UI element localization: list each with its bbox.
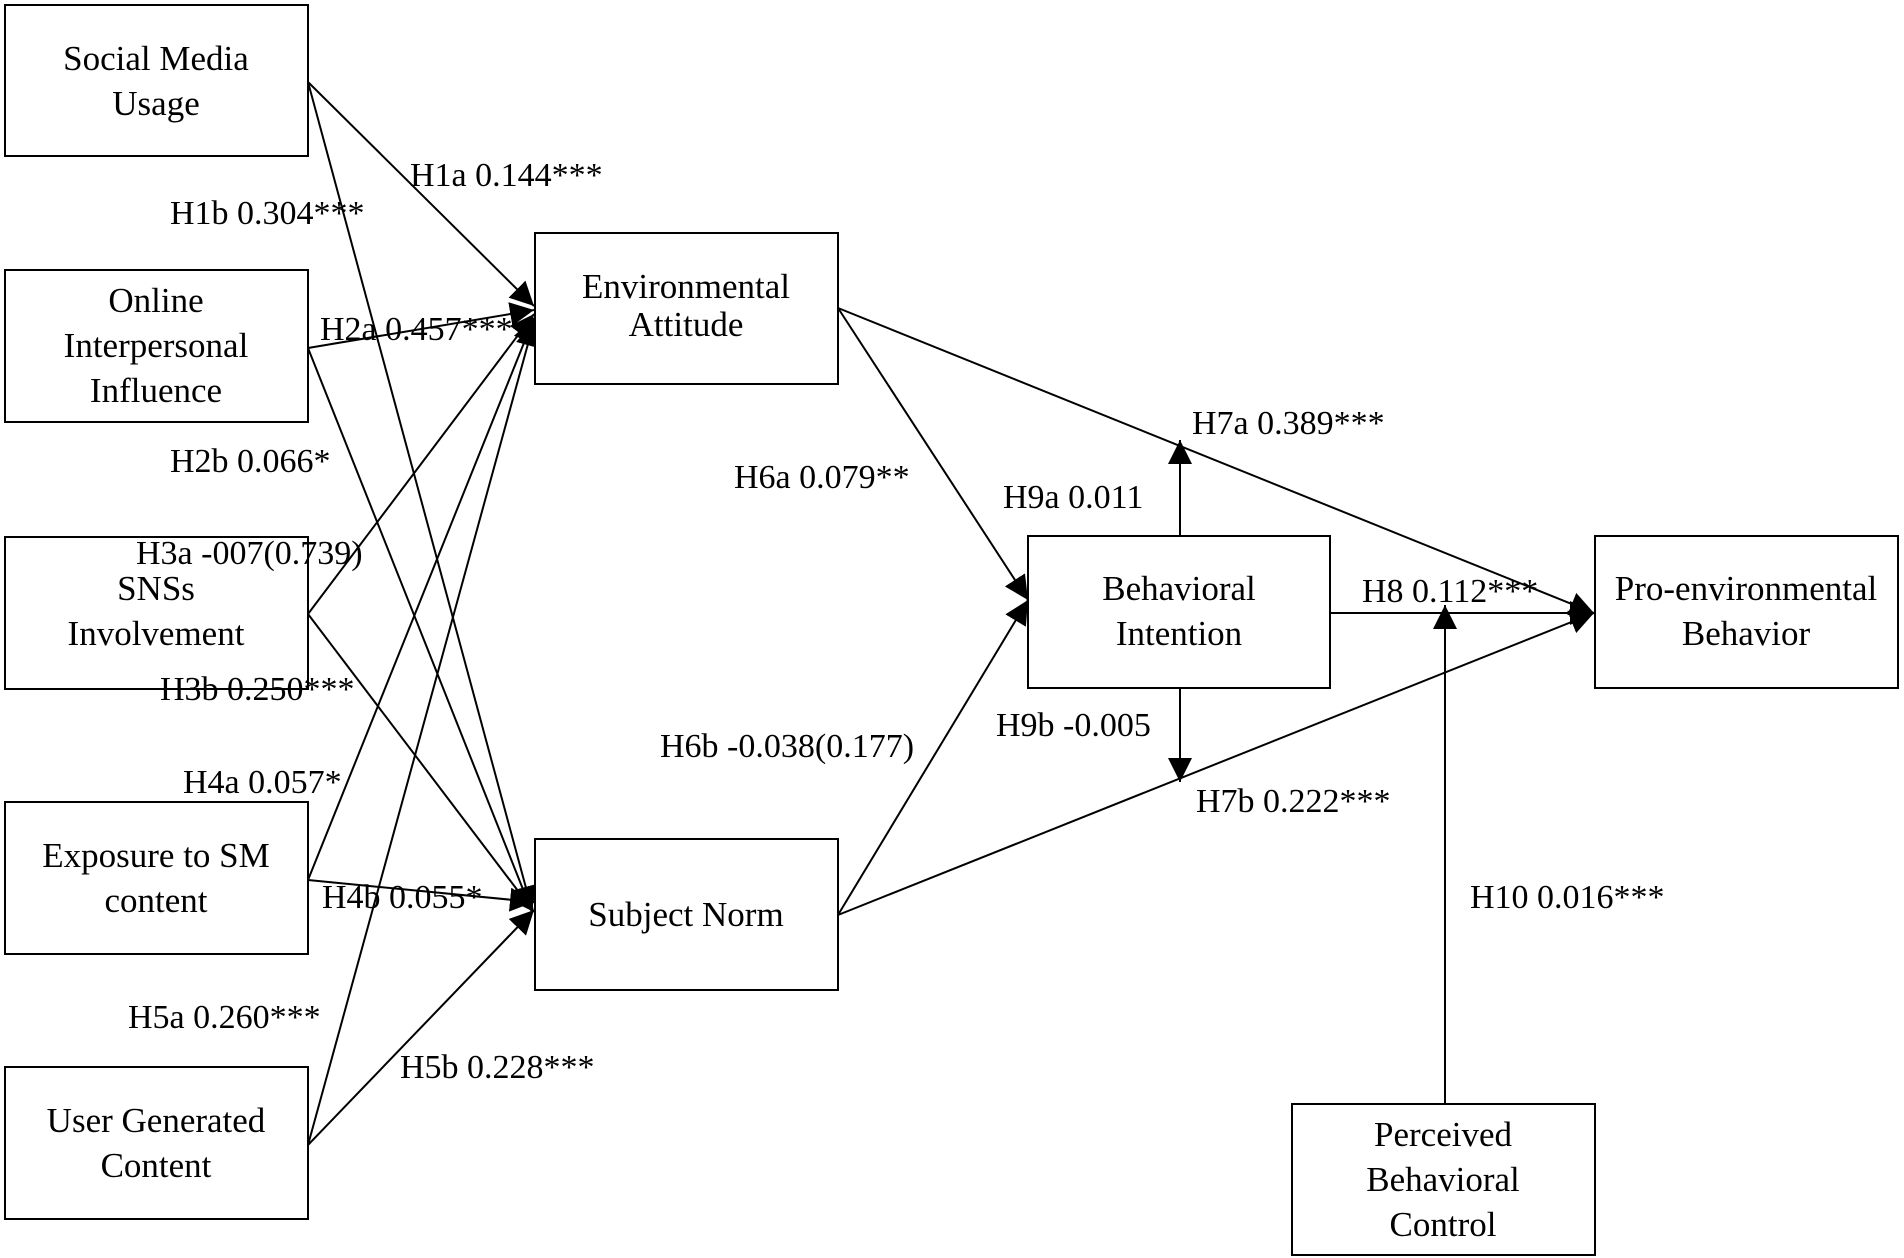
label-h4b: H4b 0.055* xyxy=(322,879,483,916)
edge-h2b xyxy=(307,347,535,913)
svg-text:Subject Norm: Subject Norm xyxy=(588,895,783,934)
label-h5b: H5b 0.228*** xyxy=(400,1049,595,1086)
label-h8: H8 0.112*** xyxy=(1362,573,1538,610)
label-h6b: H6b -0.038(0.177) xyxy=(660,728,914,765)
label-h10: H10 0.016*** xyxy=(1470,879,1665,916)
label-h5a: H5a 0.260*** xyxy=(128,999,321,1036)
label-h1b: H1b 0.304*** xyxy=(170,195,365,232)
edge-h4a xyxy=(307,317,537,881)
edge-h5b xyxy=(307,909,535,1146)
edge-h6b xyxy=(837,599,1029,916)
label-h9a: H9a 0.011 xyxy=(1003,479,1143,516)
edge-h1a xyxy=(307,81,535,307)
label-h2a: H2a 0.457*** xyxy=(320,311,513,348)
edge-h3b xyxy=(307,613,535,913)
label-h9b: H9b -0.005 xyxy=(996,707,1151,744)
path-labels: H1a 0.144*** H1b 0.304*** H2a 0.457*** H… xyxy=(128,157,1665,1086)
edge-h3a xyxy=(307,313,535,615)
edge-h7a xyxy=(837,307,1595,616)
label-h3a: H3a -007(0.739) xyxy=(136,535,363,572)
edge-h5a xyxy=(307,321,540,1146)
label-h3b: H3b 0.250*** xyxy=(160,671,355,708)
edge-h1b xyxy=(307,81,538,911)
label-h1a: H1a 0.144*** xyxy=(410,157,603,194)
edge-h7b xyxy=(837,610,1595,916)
edge-h6a xyxy=(837,307,1029,601)
label-h6a: H6a 0.079** xyxy=(734,459,910,496)
edge-h2a xyxy=(307,302,535,349)
edge-h4b xyxy=(307,879,535,912)
label-h7a: H7a 0.389*** xyxy=(1192,405,1385,442)
label-h4a: H4a 0.057* xyxy=(183,764,342,801)
label-h7b: H7b 0.222*** xyxy=(1196,783,1391,820)
node-subject-norm: Subject Norm xyxy=(534,838,839,991)
edges xyxy=(307,81,1595,1146)
label-h2b: H2b 0.066* xyxy=(170,443,331,480)
